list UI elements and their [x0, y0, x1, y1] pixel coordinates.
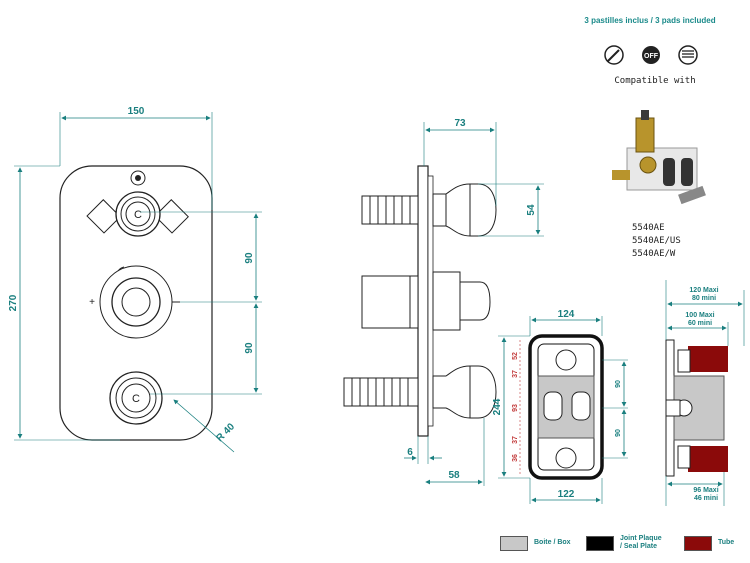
legend-label-box: Boite / Box	[534, 539, 571, 546]
depth-mid-max: 100 Maxi	[685, 312, 714, 319]
radius-label: R 40	[214, 421, 237, 444]
depth-top-max: 120 Maxi	[689, 287, 718, 294]
front-view: C + C 150 270	[8, 106, 262, 453]
box-dim-d: 37	[512, 436, 519, 444]
plate-thickness-label: 6	[407, 447, 413, 458]
handshower-icon	[604, 45, 624, 65]
spacing-top-label: 90	[244, 252, 255, 264]
box-dim-e: 36	[512, 454, 519, 462]
depth-view: 120 Maxi 80 mini 100 Maxi 60 mini 96 Max…	[665, 280, 745, 506]
legend-swatch-box	[500, 535, 528, 551]
svg-text:C: C	[134, 209, 142, 221]
side-handle-height-label: 54	[526, 204, 537, 216]
legend-label-tube: Tube	[718, 539, 735, 546]
box-right-top-label: 90	[615, 380, 622, 388]
box-right-bottom-label: 90	[615, 429, 622, 437]
projection-label: 58	[448, 470, 460, 481]
compatible-with-text: Compatible with	[614, 76, 696, 86]
valve-body-image	[612, 110, 706, 205]
off-label: OFF	[644, 53, 659, 60]
overhead-shower-icon	[678, 45, 698, 65]
box-height-label: 244	[492, 398, 503, 415]
box-dim-c: 93	[512, 404, 519, 412]
model-list: 5540AE 5540AE/US 5540AE/W	[632, 222, 681, 261]
top-handle: C	[86, 170, 189, 237]
legend-swatch-seal	[586, 535, 614, 551]
box-dim-a: 52	[512, 352, 519, 360]
depth-bottom-min: 46 mini	[694, 495, 718, 502]
box-bottom-width-label: 122	[558, 489, 575, 500]
side-view: 73 54 6 58	[343, 118, 544, 486]
model-item: 5540AE/W	[632, 249, 676, 259]
off-icon: OFF	[642, 46, 660, 64]
depth-top-min: 80 mini	[692, 295, 716, 302]
side-middle-handle	[361, 271, 491, 331]
depth-bottom-max: 96 Maxi	[693, 487, 718, 494]
legend-label-seal: Joint Plaque/ Seal Plate	[620, 535, 662, 550]
front-width-label: 150	[128, 106, 145, 117]
legend-tube: Tube	[684, 535, 735, 551]
pads-included-text: 3 pastilles inclus / 3 pads included	[584, 16, 716, 25]
box-view: 124 122 244 52 37 93 37 36 90 90	[492, 309, 628, 504]
front-height-label: 270	[8, 294, 19, 311]
model-item: 5540AE/US	[632, 236, 681, 246]
legend-swatch-tube	[684, 535, 712, 551]
side-depth-label: 73	[454, 118, 466, 129]
box-top-width-label: 124	[558, 309, 575, 320]
legend-box: Boite / Box	[500, 535, 571, 551]
thermostatic-handle: +	[89, 265, 180, 339]
model-item: 5540AE	[632, 223, 665, 233]
svg-text:+: +	[89, 297, 95, 308]
box-dim-b: 37	[512, 370, 519, 378]
spacing-bottom-label: 90	[244, 342, 255, 354]
side-upper-handle	[361, 183, 497, 237]
side-lower-handle	[343, 365, 497, 419]
bottom-handle: C	[109, 371, 163, 425]
legend-seal-plate: Joint Plaque/ Seal Plate	[586, 535, 662, 551]
svg-text:C: C	[132, 393, 140, 405]
depth-mid-min: 60 mini	[688, 320, 712, 327]
